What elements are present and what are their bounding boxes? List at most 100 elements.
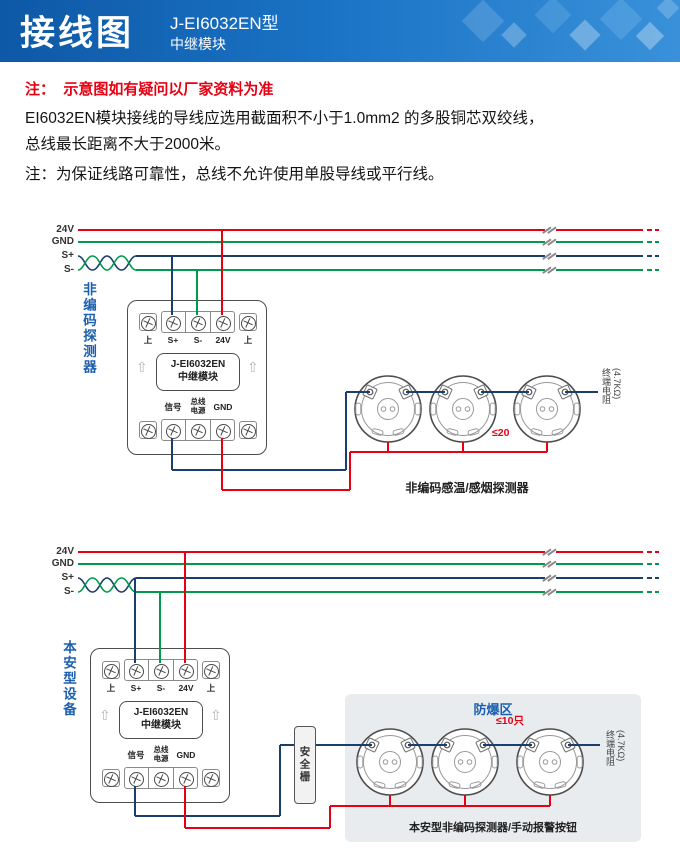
- wire-segment: [549, 795, 551, 806]
- screw-terminal: [128, 771, 144, 787]
- terminal-label: 24V: [215, 335, 231, 345]
- wire-segment: [171, 438, 173, 470]
- screw-terminal: [140, 315, 156, 331]
- page-title: 接线图: [20, 14, 135, 53]
- wire-segment: [172, 469, 346, 471]
- orientation-arrow-icon: ⇧: [99, 707, 111, 723]
- wire-segment: [565, 391, 598, 393]
- screw-terminal: [215, 423, 231, 439]
- terminal-divider: [185, 311, 186, 333]
- terminal-label: 上: [243, 335, 253, 345]
- side-label-intrinsic: 本安型设备: [61, 640, 76, 718]
- terminal-label: 上: [206, 683, 216, 693]
- safety-barrier-label: 安全栅: [298, 746, 311, 784]
- wire-segment: [135, 815, 280, 817]
- screw-terminal: [128, 663, 144, 679]
- warning-note: 注： 示意图如有疑问以厂家资料为准: [25, 81, 274, 98]
- orientation-arrow-icon: ⇧: [247, 359, 259, 375]
- wire-segment: [221, 230, 223, 315]
- screw-terminal: [203, 663, 219, 679]
- model-label: J-EI6032EN型: [170, 14, 279, 33]
- wire-segment: [222, 489, 350, 491]
- wire-segment: [78, 551, 643, 553]
- wire-segment: [134, 578, 136, 663]
- wire-segment: [655, 563, 659, 565]
- screw-terminal: [153, 771, 169, 787]
- terminal-label: 24V: [178, 683, 194, 693]
- detector-base: [514, 726, 586, 798]
- terminal-divider: [173, 659, 174, 681]
- detector-base: [429, 726, 501, 798]
- body-text-1: EI6032EN模块接线的导线应选用截面积不小于1.0mm2 的多股铜芯双绞线，: [25, 110, 544, 127]
- terminator-name: 终端电阻: [601, 368, 611, 404]
- screw-terminal: [140, 423, 156, 439]
- wire-segment: [185, 827, 330, 829]
- wire-segment: [78, 229, 643, 231]
- wire-segment: [483, 744, 532, 746]
- detector-base: [352, 373, 424, 445]
- terminator-value: (4.7KΩ): [616, 730, 626, 762]
- safety-barrier-box: 安全栅: [294, 726, 316, 804]
- wire-segment: [655, 241, 659, 243]
- screw-terminal: [178, 771, 194, 787]
- wire-segment: [464, 795, 466, 806]
- wire-segment: [647, 563, 652, 565]
- wire-segment: [655, 229, 659, 231]
- header-banner: 接线图 J-EI6032EN型 中继模块: [0, 0, 680, 62]
- wire-segment: [136, 255, 643, 257]
- wire-segment: [647, 241, 652, 243]
- module-name: 中继模块: [141, 720, 181, 731]
- terminal-label: 信号: [127, 750, 145, 760]
- wire-segment: [329, 806, 331, 828]
- bus-label: GND: [51, 236, 74, 247]
- wire-segment: [184, 786, 186, 828]
- bus-label: S-: [64, 586, 74, 597]
- wire-segment: [546, 442, 548, 452]
- wire-segment: [655, 255, 659, 257]
- decor-square: [569, 19, 601, 51]
- detector-base: [427, 373, 499, 445]
- wire-segment: [568, 744, 600, 746]
- terminal-divider: [148, 659, 149, 681]
- module-name: 中继模块: [178, 372, 218, 383]
- body-text-3: 注：为保证线路可靠性，总线不允许使用单股导线或平行线。: [25, 166, 444, 183]
- screw-terminal: [190, 423, 206, 439]
- screw-terminal: [240, 423, 256, 439]
- orientation-arrow-icon: ⇧: [136, 359, 148, 375]
- bus-label: S-: [64, 264, 74, 275]
- terminal-label: 上: [143, 335, 153, 345]
- side-label-detectors: 非编码探测器: [81, 282, 96, 375]
- wire-segment: [647, 269, 652, 271]
- decor-square: [635, 21, 665, 51]
- bus-label: GND: [51, 558, 74, 569]
- wire-segment: [171, 256, 173, 315]
- decor-square: [461, 0, 505, 43]
- terminal-label: S+: [167, 335, 179, 345]
- count-label: ≤20: [492, 427, 510, 439]
- wire-segment: [655, 269, 659, 271]
- terminal-divider: [210, 419, 211, 441]
- terminator-label: 终端电阻 (4.7KΩ): [600, 368, 622, 452]
- wire-segment: [280, 744, 372, 746]
- detector-caption: 非编码感温/感烟探测器: [405, 481, 529, 495]
- twisted-pair: [77, 252, 137, 274]
- screw-terminal: [103, 663, 119, 679]
- wire-segment: [462, 442, 464, 452]
- wire-segment: [136, 591, 643, 593]
- bus-label: S+: [61, 572, 74, 583]
- detector-caption: 本安型非编码探测器/手动报警按钮: [408, 822, 578, 834]
- wire-segment: [389, 795, 391, 806]
- screw-terminal: [215, 315, 231, 331]
- screw-terminal: [240, 315, 256, 331]
- wire-segment: [647, 255, 652, 257]
- wire-segment: [655, 551, 659, 553]
- detector-base: [354, 726, 426, 798]
- wire-segment: [655, 577, 659, 579]
- decor-square: [656, 0, 680, 20]
- screw-terminal: [165, 423, 181, 439]
- wire-segment: [78, 241, 643, 243]
